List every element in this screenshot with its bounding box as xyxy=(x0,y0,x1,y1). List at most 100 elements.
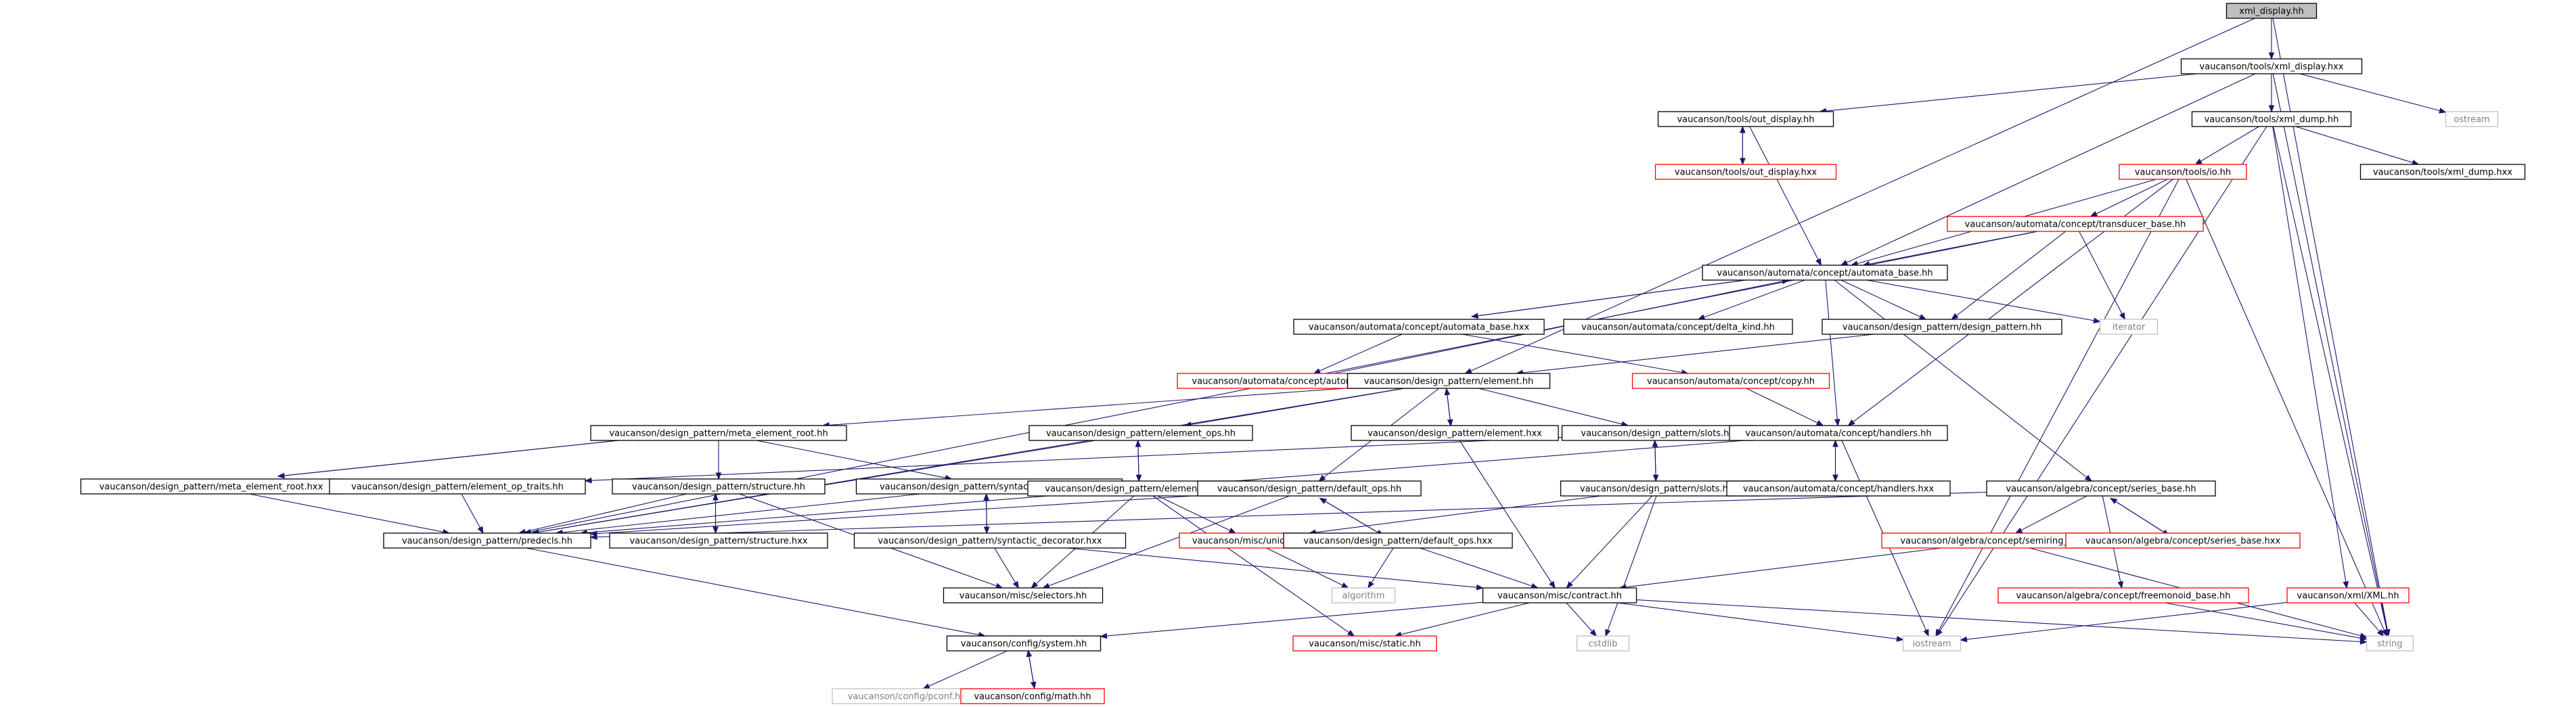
node-box xyxy=(1283,532,1513,549)
node-box xyxy=(1657,111,1834,127)
node-box xyxy=(2366,635,2414,652)
node-automata-base-hxx[interactable]: vaucanson/automata/concept/automata_base… xyxy=(1293,319,1545,335)
edge-slots_hxx-to-contract_hh xyxy=(1566,495,1653,589)
node-box xyxy=(2225,3,2318,19)
edge-automata_base_hh-to-handlers_hh xyxy=(1825,279,1840,427)
node-default-ops-hxx[interactable]: vaucanson/design_pattern/default_ops.hxx xyxy=(1283,532,1513,549)
node-out-display-hh[interactable]: vaucanson/tools/out_display.hh xyxy=(1657,111,1834,127)
node-label: vaucanson/misc/selectors.hh xyxy=(959,591,1087,601)
node-series-base-hh[interactable]: vaucanson/algebra/concept/series_base.hh xyxy=(1986,480,2216,497)
node-selectors-hh[interactable]: vaucanson/misc/selectors.hh xyxy=(943,587,1104,603)
edge-xml_display_hxx-to-automata_base_hh xyxy=(1840,73,2256,266)
edge-automata_base_hh-to-series_base_hh xyxy=(1834,279,2092,482)
node-label: vaucanson/tools/xml_dump.hxx xyxy=(2373,168,2512,178)
node-label: vaucanson/design_pattern/default_ops.hxx xyxy=(1303,537,1493,547)
edge-series_base_hh-to-semiring_base_hh xyxy=(2014,495,2087,534)
node-box xyxy=(1822,319,2062,335)
node-slots-hh[interactable]: vaucanson/design_pattern/slots.hh xyxy=(1561,425,1755,441)
node-label: vaucanson/algebra/concept/freemonoid_bas… xyxy=(2016,591,2231,601)
node-xml-dump-hh[interactable]: vaucanson/tools/xml_dump.hh xyxy=(2191,111,2352,127)
node-element-op-traits-hh[interactable]: vaucanson/design_pattern/element_op_trai… xyxy=(329,478,586,495)
node-math-hh[interactable]: vaucanson/config/math.hh xyxy=(960,688,1105,704)
edge-element_ops_hxx-to-static_hh xyxy=(1152,495,1355,637)
edge-element_ops_hxx-to-element_ops_hh xyxy=(1135,439,1142,482)
edge-element_hxx-to-contract_hh xyxy=(1459,440,1556,589)
node-box xyxy=(2119,164,2247,180)
node-xml-display-hxx[interactable]: vaucanson/tools/xml_display.hxx xyxy=(2180,58,2363,74)
node-label: vaucanson/design_pattern/design_pattern.… xyxy=(1843,323,2041,333)
edge-meta_element_root_hh-to-syntactic_decorator_hh xyxy=(756,440,953,481)
node-default-ops-hh[interactable]: vaucanson/design_pattern/default_ops.hh xyxy=(1197,480,1422,497)
node-box xyxy=(2099,319,2159,335)
node-box xyxy=(960,688,1105,704)
node-label: vaucanson/design_pattern/meta_element_ro… xyxy=(609,429,828,439)
edge-series_base_hh-to-predecls_hh xyxy=(589,491,1987,541)
node-syntactic-decorator-hxx[interactable]: vaucanson/design_pattern/syntactic_decor… xyxy=(853,532,1127,549)
edge-system_hh-to-pconf_hh xyxy=(922,650,1008,689)
node-element-ops-hh[interactable]: vaucanson/design_pattern/element_ops.hh xyxy=(1029,425,1253,441)
node-meta-element-root-hh[interactable]: vaucanson/design_pattern/meta_element_ro… xyxy=(590,425,847,441)
node-system-hh[interactable]: vaucanson/config/system.hh xyxy=(946,635,1102,652)
node-predecls-hh[interactable]: vaucanson/design_pattern/predecls.hh xyxy=(383,532,591,549)
node-contract-hh[interactable]: vaucanson/misc/contract.hh xyxy=(1482,587,1637,603)
node-element-hh[interactable]: vaucanson/design_pattern/element.hh xyxy=(1347,373,1551,389)
node-box xyxy=(1482,587,1637,603)
node-structure-hxx[interactable]: vaucanson/design_pattern/structure.hxx xyxy=(609,532,828,549)
node-label: vaucanson/design_pattern/element_op_trai… xyxy=(351,482,564,493)
node-delta-kind-hh[interactable]: vaucanson/automata/concept/delta_kind.hh xyxy=(1563,319,1793,335)
edge-slots_hxx-to-slots_hh xyxy=(1652,439,1658,482)
node-io-hh[interactable]: vaucanson/tools/io.hh xyxy=(2119,164,2247,180)
node-box xyxy=(2065,532,2301,549)
node-iterator: iterator xyxy=(2099,319,2159,335)
edge-meta_element_root_hxx-to-meta_element_root_hh xyxy=(277,435,645,477)
edge-math_hh-to-system_hh xyxy=(1026,649,1035,689)
node-label: ostream xyxy=(2454,115,2490,125)
node-freemonoid-base-hh[interactable]: vaucanson/algebra/concept/freemonoid_bas… xyxy=(1997,587,2249,603)
node-meta-element-root-hxx[interactable]: vaucanson/design_pattern/meta_element_ro… xyxy=(80,478,342,495)
node-handlers-hh[interactable]: vaucanson/automata/concept/handlers.hh xyxy=(1729,425,1948,441)
node-box xyxy=(1654,164,1837,180)
edge-xml_dump_hh-to-iostream xyxy=(1936,126,2267,637)
node-automata-base-hh[interactable]: vaucanson/automata/concept/automata_base… xyxy=(1702,265,1948,281)
edge-meta_element_root_hh-to-structure_hh xyxy=(715,440,722,480)
node-label: vaucanson/design_pattern/structure.hh xyxy=(632,482,805,493)
edge-xml_dump_hh-to-xml_XML_hh xyxy=(2272,126,2349,589)
node-element-hxx[interactable]: vaucanson/design_pattern/element.hxx xyxy=(1351,425,1559,441)
edge-slots_hxx-to-cstdlib xyxy=(1605,495,1657,637)
node-copy-hh[interactable]: vaucanson/automata/concept/copy.hh xyxy=(1631,373,1830,389)
node-series-base-hxx[interactable]: vaucanson/algebra/concept/series_base.hx… xyxy=(2065,532,2301,549)
node-box xyxy=(946,635,1102,652)
node-label: vaucanson/automata/concept/handlers.hh xyxy=(1745,429,1931,439)
node-label: xml_display.hh xyxy=(2239,7,2303,17)
edge-xml_display_hxx-to-xml_dump_hh xyxy=(2268,74,2275,113)
edge-xml_display_hxx-to-ostream xyxy=(2299,73,2447,114)
node-xml-XML-hh[interactable]: vaucanson/xml/XML.hh xyxy=(2286,587,2410,603)
node-slots-hxx[interactable]: vaucanson/design_pattern/slots.hxx xyxy=(1560,480,1759,497)
node-handlers-hxx[interactable]: vaucanson/automata/concept/handlers.hxx xyxy=(1726,480,1951,497)
node-box xyxy=(612,478,826,495)
node-design-pattern-hh[interactable]: vaucanson/design_pattern/design_pattern.… xyxy=(1822,319,2062,335)
node-box xyxy=(1293,319,1545,335)
edge-element_hxx-to-element_hh xyxy=(1444,388,1451,426)
node-out-display-hxx[interactable]: vaucanson/tools/out_display.hxx xyxy=(1654,164,1837,180)
node-box xyxy=(609,532,828,549)
edge-xml_dump_hh-to-io_hh xyxy=(2194,126,2259,165)
node-xml-display-hh[interactable]: xml_display.hh xyxy=(2225,3,2318,19)
node-ostream: ostream xyxy=(2445,111,2499,127)
node-label: algorithm xyxy=(1342,591,1385,601)
node-box xyxy=(1902,635,1962,652)
edge-semiring_base_hh-to-contract_hh xyxy=(1619,547,1942,591)
edge-element_ops_hxx-to-unique_hh xyxy=(1157,495,1237,534)
node-label: vaucanson/automata/concept/automata_base… xyxy=(1309,323,1530,333)
edge-contract_hh-to-cstdlib xyxy=(1566,602,1598,637)
node-box xyxy=(2180,58,2363,74)
node-static-hh[interactable]: vaucanson/misc/static.hh xyxy=(1292,635,1437,652)
edge-freemonoid_base_hh-to-string xyxy=(2164,602,2368,641)
node-box xyxy=(1947,216,2204,232)
node-label: vaucanson/xml/XML.hh xyxy=(2297,591,2399,601)
node-label: vaucanson/tools/xml_dump.hh xyxy=(2205,115,2339,125)
node-transducer-base-hh[interactable]: vaucanson/automata/concept/transducer_ba… xyxy=(1947,216,2204,232)
node-xml-dump-hxx[interactable]: vaucanson/tools/xml_dump.hxx xyxy=(2359,164,2526,180)
node-structure-hh[interactable]: vaucanson/design_pattern/structure.hh xyxy=(612,478,826,495)
